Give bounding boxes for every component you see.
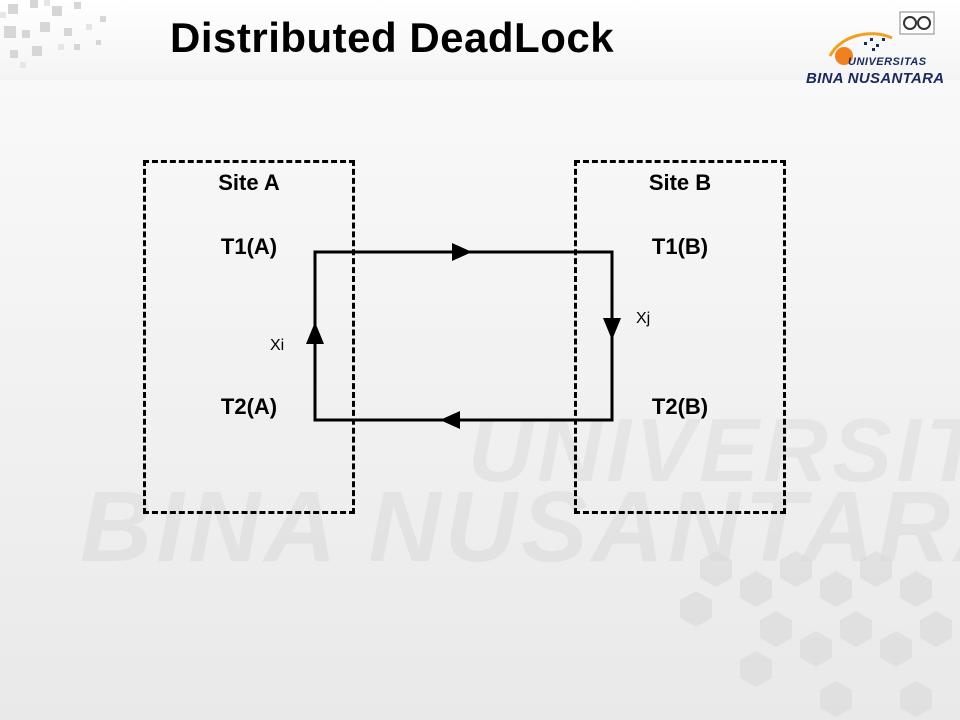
arrow-left-icon [440, 411, 460, 429]
site-b-title: Site B [648, 170, 712, 195]
edge-label-xj: Xj [636, 310, 651, 327]
page-title: Distributed DeadLock [170, 14, 615, 61]
logo-text-bina-nusantara: BINA NUSANTARA [806, 70, 945, 87]
arrow-right-icon [452, 243, 472, 261]
arrow-down-icon [603, 318, 621, 340]
node-t2b: T2(B) [651, 394, 709, 419]
site-a-title: Site A [218, 170, 280, 195]
watermark-bina-nusantara: BINA NUSANTARA [80, 470, 960, 585]
site-b-box [574, 160, 786, 514]
corner-decoration [0, 0, 106, 68]
node-t1a: T1(A) [220, 234, 278, 259]
arrow-up-icon [306, 322, 324, 344]
university-logo [828, 11, 935, 65]
site-a-box [143, 160, 355, 514]
edge-label-xi: Xi [270, 337, 285, 354]
watermark-universitas: UNIVERSITAS [468, 400, 960, 503]
title-band [0, 0, 960, 80]
node-t2a: T2(A) [220, 394, 278, 419]
logo-text-universitas: UNIVERSITAS [848, 56, 927, 68]
node-t1b: T1(B) [651, 234, 709, 259]
